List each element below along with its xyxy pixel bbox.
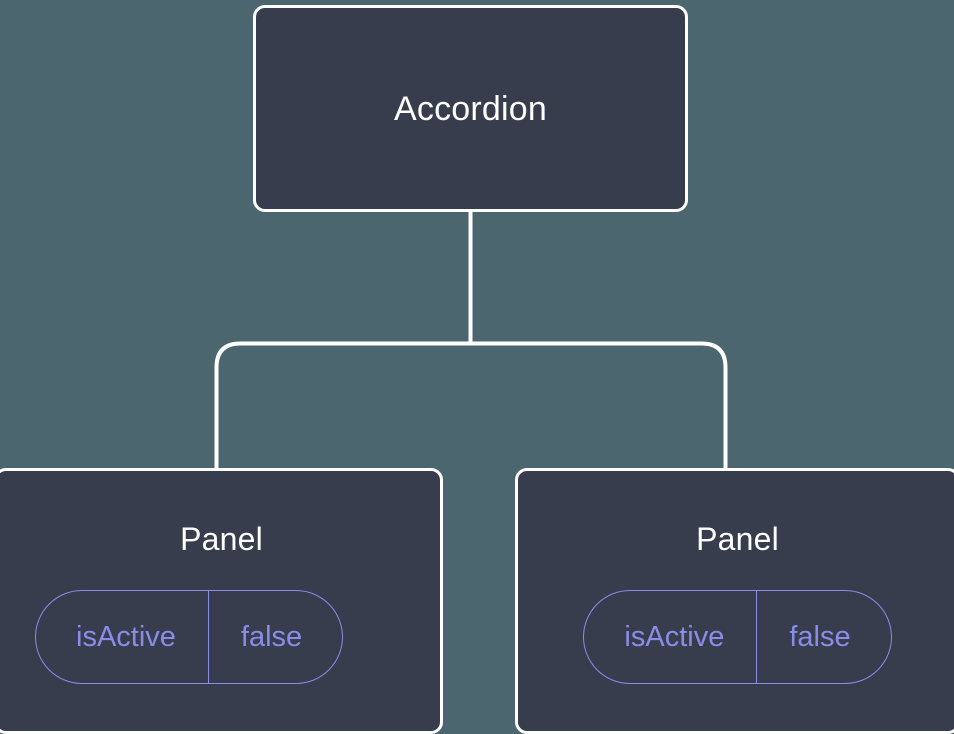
node-panel-1-prop-value: false xyxy=(207,591,342,683)
node-accordion-title: Accordion xyxy=(394,89,547,128)
node-panel-1-prop-pill[interactable]: isActive false xyxy=(35,590,344,684)
node-panel-1[interactable]: Panel isActive false xyxy=(0,468,443,734)
node-panel-2-prop-value: false xyxy=(756,591,890,683)
node-panel-1-title: Panel xyxy=(180,521,263,557)
node-accordion[interactable]: Accordion xyxy=(253,5,688,212)
node-panel-2[interactable]: Panel isActive false xyxy=(515,468,954,734)
edge-branch-bus xyxy=(214,341,728,470)
node-panel-2-prop-pill[interactable]: isActive false xyxy=(583,590,892,684)
node-panel-2-prop-key: isActive xyxy=(624,620,725,653)
node-panel-1-prop-key: isActive xyxy=(76,620,176,653)
node-panel-2-title: Panel xyxy=(696,521,779,557)
